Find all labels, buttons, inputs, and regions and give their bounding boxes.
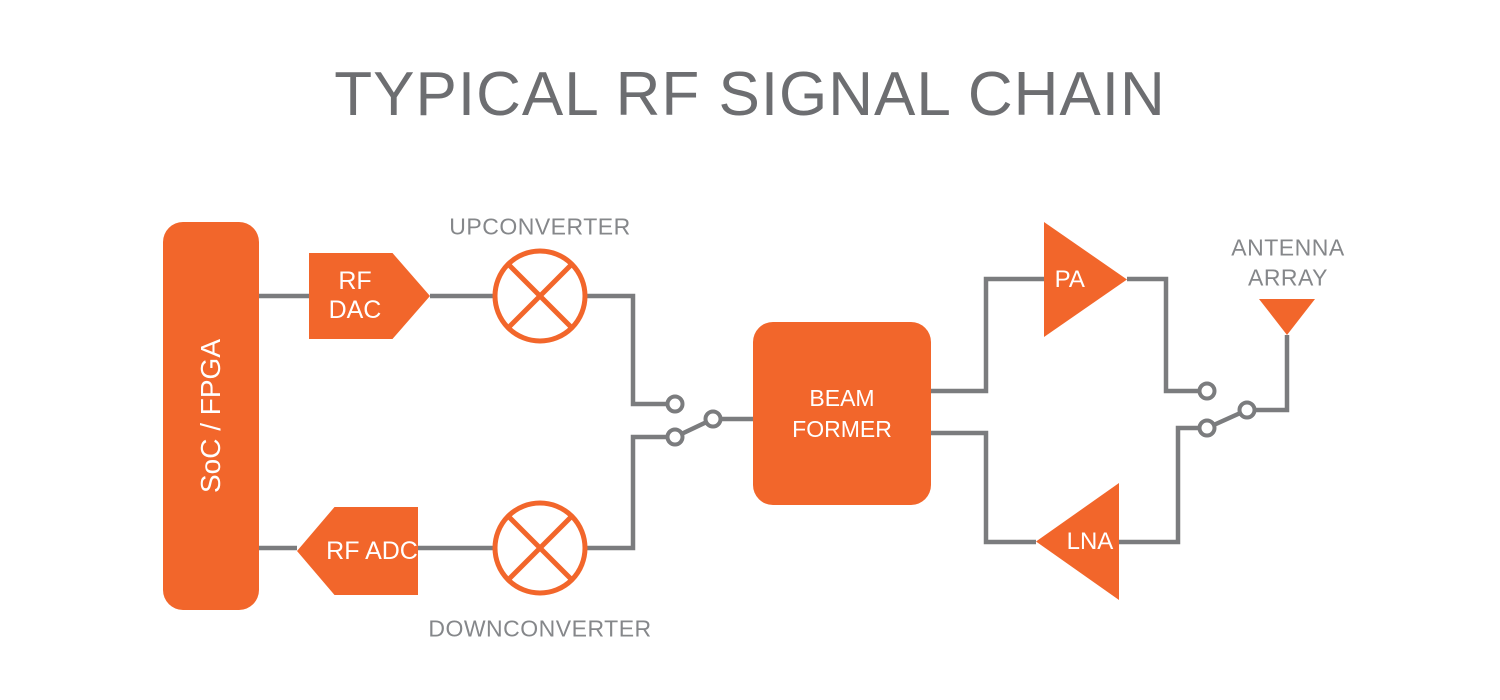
antenna-array-caption-line1: ANTENNA	[1231, 234, 1345, 261]
pa-label: PA	[1054, 265, 1085, 293]
right-switch-pole	[1237, 400, 1257, 420]
downconverter-mixer-icon	[492, 500, 588, 596]
beamformer-block: BEAM FORMER	[753, 322, 931, 505]
upconverter-mixer-icon	[492, 248, 588, 344]
wire-pa-to-switch	[1127, 276, 1199, 394]
wire-beamformer-to-pa	[931, 276, 1044, 394]
rf-adc-label: RF ADC	[326, 536, 418, 565]
left-switch-contact-upconverter	[665, 394, 685, 414]
wire-switch-to-lna	[1119, 425, 1199, 545]
beamformer-label-line1: BEAM	[809, 384, 875, 411]
diagram-title: TYPICAL RF SIGNAL CHAIN	[334, 60, 1166, 129]
wire-lna-to-beamformer	[931, 430, 1036, 545]
right-switch-contact-lna	[1197, 418, 1217, 438]
wire-downconverter-to-switch	[585, 434, 667, 551]
left-switch-contact-downconverter	[665, 427, 685, 447]
left-switch-pole	[703, 409, 723, 429]
soc-fpga-block: SoC / FPGA	[163, 222, 259, 610]
upconverter-caption: UPCONVERTER	[449, 213, 631, 240]
beamformer-label-line2: FORMER	[792, 415, 892, 442]
antenna-array-caption-line2: ARRAY	[1247, 264, 1329, 291]
wire-switch-to-antenna	[1254, 335, 1290, 413]
soc-fpga-label: SoC / FPGA	[195, 338, 226, 494]
lna-label: LNA	[1066, 527, 1114, 555]
downconverter-caption: DOWNCONVERTER	[428, 615, 652, 642]
right-switch-contact-pa	[1197, 381, 1217, 401]
rf-dac-label: RF DAC	[328, 267, 382, 324]
wire-upconverter-to-switch	[585, 293, 667, 407]
